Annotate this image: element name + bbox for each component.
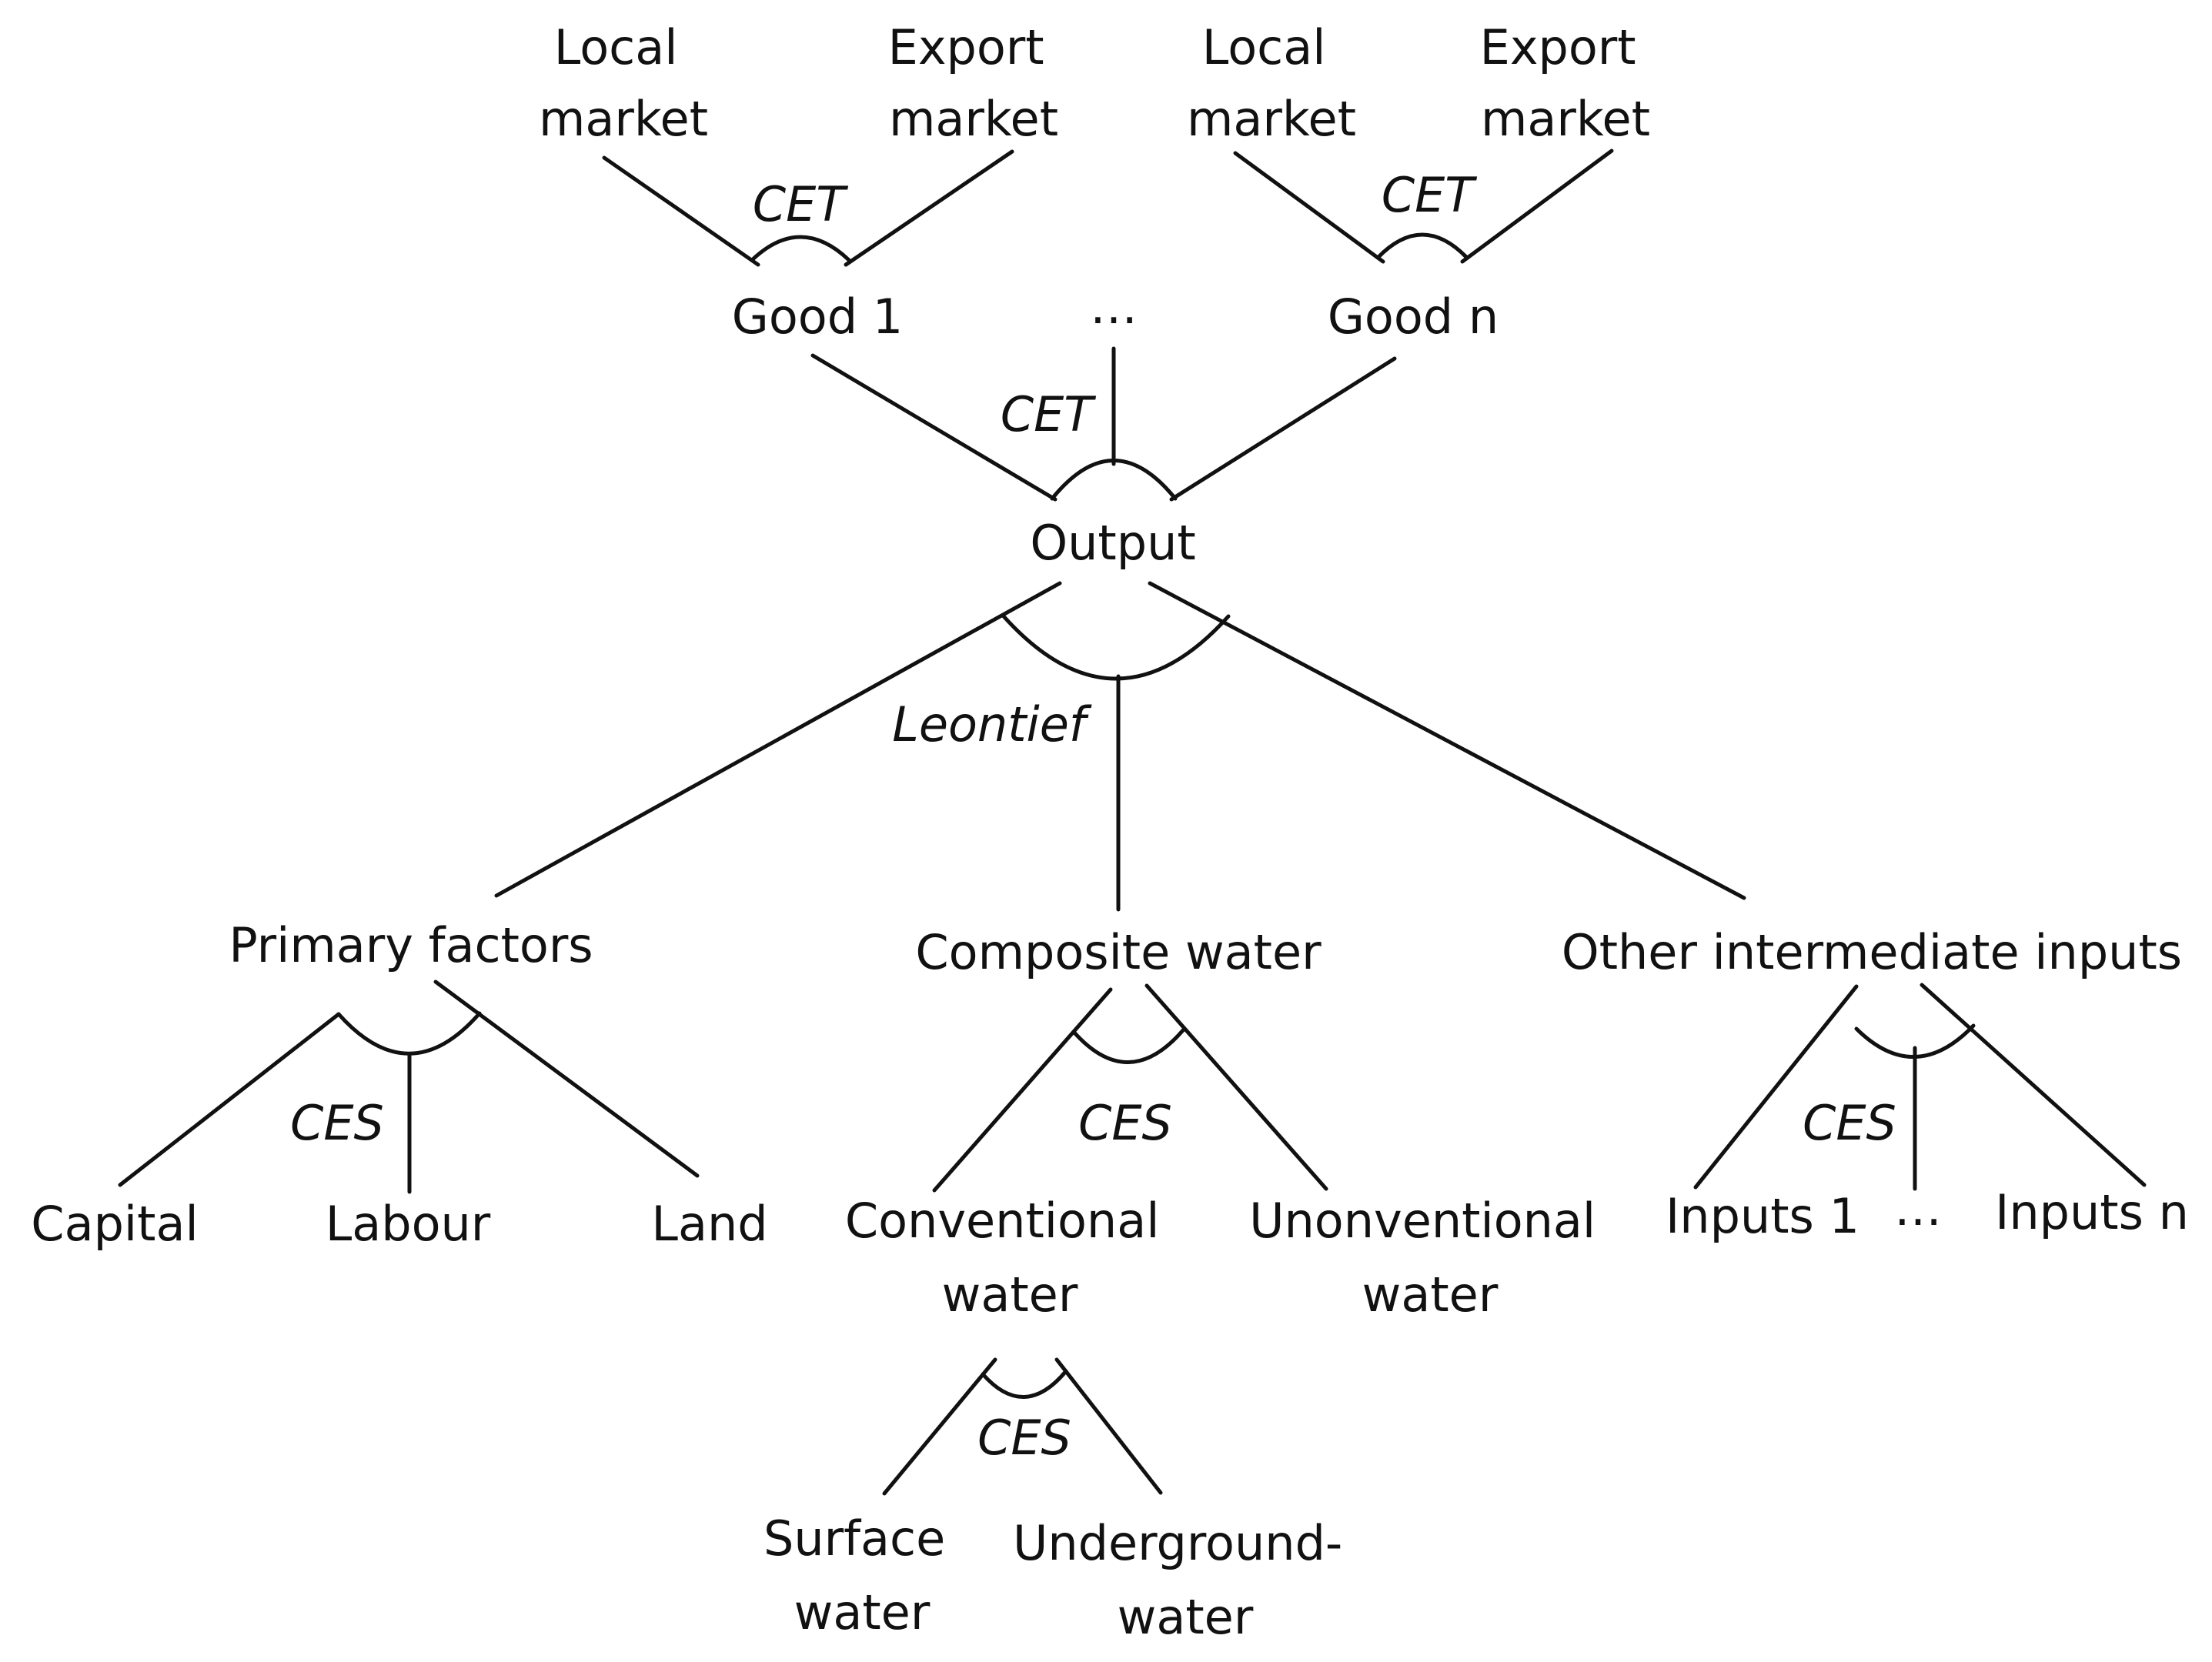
node-export-market-2: Export market	[1480, 19, 1652, 147]
node-inputs-1: Inputs 1	[1666, 1188, 1859, 1244]
arc-ces-conventional-water	[981, 1369, 1068, 1399]
node-local-market-1: Local market	[539, 19, 708, 147]
arc-cet-good-n	[1375, 232, 1469, 260]
edge-other-inputs-inputs-n	[1920, 983, 2147, 1187]
node-unconventional-water: Unonventional water	[1249, 1193, 1611, 1323]
edge-good-1-export-market	[844, 149, 1014, 267]
edge-primary-factors-capital	[118, 1012, 341, 1187]
node-inputs-ellipsis: …	[1894, 1180, 1942, 1236]
arc-ces-other-inputs	[1854, 1023, 1976, 1059]
node-local-market-2: Local market	[1187, 19, 1356, 147]
arc-ces-composite-water	[1071, 1028, 1185, 1064]
node-export-market-1: Export market	[888, 19, 1060, 147]
node-surface-water: Surface water	[764, 1510, 961, 1640]
node-good-1: Good 1	[732, 289, 903, 345]
function-label-cet-good-n: CET	[1382, 167, 1477, 223]
node-inputs-n: Inputs n	[1995, 1184, 2189, 1240]
node-underground-water: Underground- water	[1013, 1515, 1358, 1645]
node-other-intermediate-inputs: Other intermediate inputs	[1562, 924, 2182, 980]
function-label-ces-composite-water: CES	[1078, 1095, 1172, 1151]
edge-output-good-n	[1169, 356, 1397, 502]
arc-leontief-output	[1001, 614, 1231, 681]
edge-composite-water-unconventional	[1144, 983, 1328, 1191]
function-label-leontief: Leontief	[892, 696, 1092, 753]
edge-good-n-export-market	[1460, 149, 1614, 264]
edge-output-good-1	[810, 353, 1058, 502]
edge-primary-factors-land	[433, 980, 700, 1178]
edge-good-n-local-market	[1233, 151, 1385, 264]
node-primary-factors: Primary factors	[229, 917, 593, 973]
function-label-cet-good-1: CET	[753, 176, 848, 232]
substitution-arcs	[336, 232, 1976, 1399]
function-label-ces-other-inputs: CES	[1803, 1095, 1896, 1151]
node-output: Output	[1030, 515, 1195, 571]
node-labour: Labour	[326, 1196, 491, 1252]
node-good-n: Good n	[1328, 289, 1499, 345]
node-goods-ellipsis: …	[1090, 279, 1138, 335]
edge-other-inputs-inputs-1	[1693, 984, 1859, 1190]
function-label-ces-conventional-water: CES	[977, 1410, 1071, 1466]
arc-cet-output	[1050, 459, 1178, 501]
node-conventional-water: Conventional water	[845, 1193, 1174, 1323]
edge-composite-water-conventional	[932, 987, 1113, 1193]
edge-output-primary-factors	[494, 581, 1062, 898]
function-label-cet-output: CET	[1001, 386, 1096, 442]
tree-edges	[118, 149, 2147, 1496]
edge-good-1-local-market	[602, 155, 760, 267]
edge-conventional-underground	[1054, 1357, 1163, 1495]
arc-cet-good-1	[750, 235, 851, 262]
function-label-ces-primary-factors: CES	[290, 1095, 384, 1151]
edge-conventional-surface	[882, 1357, 997, 1496]
node-composite-water: Composite water	[915, 924, 1322, 980]
node-land: Land	[651, 1196, 767, 1252]
node-capital: Capital	[31, 1196, 198, 1252]
arc-ces-primary-factors	[336, 1011, 482, 1056]
edge-output-other-inputs	[1148, 581, 1746, 900]
